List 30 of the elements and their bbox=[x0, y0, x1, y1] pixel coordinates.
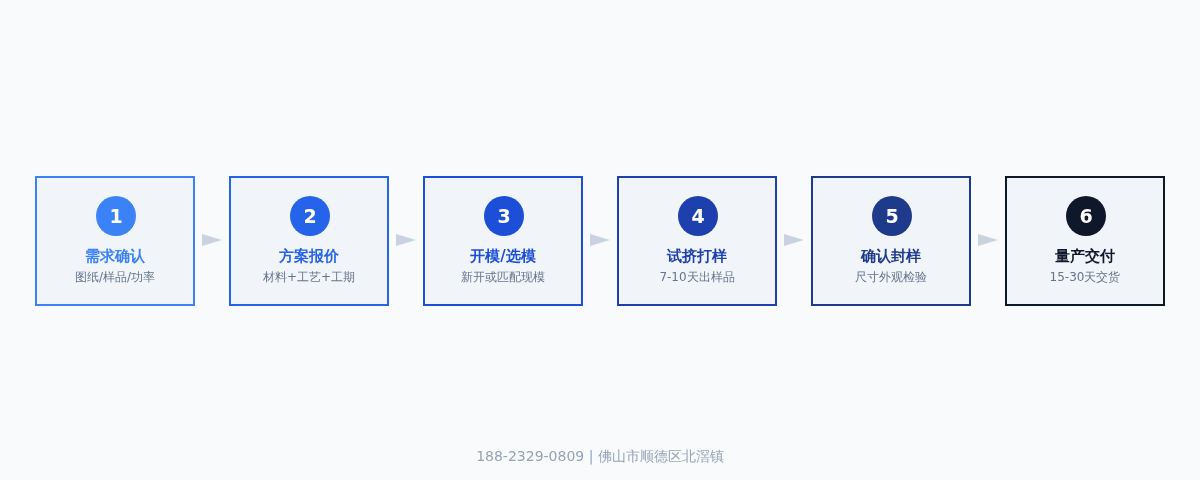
step-card bbox=[423, 176, 583, 306]
step-card bbox=[1005, 176, 1165, 306]
step-number: 6 bbox=[1066, 196, 1106, 236]
step-title: 量产交付 bbox=[1054, 246, 1116, 266]
step-description: 7-10天出样品 bbox=[658, 269, 736, 285]
step-card bbox=[35, 176, 195, 306]
arrow bbox=[396, 234, 416, 246]
step-title: 方案报价 bbox=[278, 246, 340, 266]
step-description: 图纸/样品/功率 bbox=[73, 269, 157, 285]
step-card bbox=[811, 176, 971, 306]
step-title: 开模/选模 bbox=[469, 246, 537, 266]
step-description: 15-30天交货 bbox=[1048, 269, 1122, 285]
step-description: 尺寸外观检验 bbox=[854, 269, 928, 285]
arrow bbox=[590, 234, 610, 246]
arrow bbox=[978, 234, 998, 246]
step-number: 5 bbox=[872, 196, 912, 236]
footer-note: 188-2329-0809 | 佛山市顺德区北滘镇 bbox=[476, 447, 724, 466]
step-description: 材料+工艺+工期 bbox=[261, 269, 357, 285]
step-card bbox=[617, 176, 777, 306]
step-title: 需求确认 bbox=[84, 246, 146, 266]
step-number: 1 bbox=[96, 196, 136, 236]
step-card bbox=[229, 176, 389, 306]
step-number: 3 bbox=[484, 196, 524, 236]
step-title: 试挤打样 bbox=[665, 246, 728, 266]
step-description: 新开或匹配现模 bbox=[460, 269, 546, 285]
arrow bbox=[784, 234, 804, 246]
step-title: 确认封样 bbox=[859, 246, 922, 266]
step-number: 4 bbox=[678, 196, 718, 236]
arrow bbox=[202, 234, 222, 246]
step-number: 2 bbox=[290, 196, 330, 236]
